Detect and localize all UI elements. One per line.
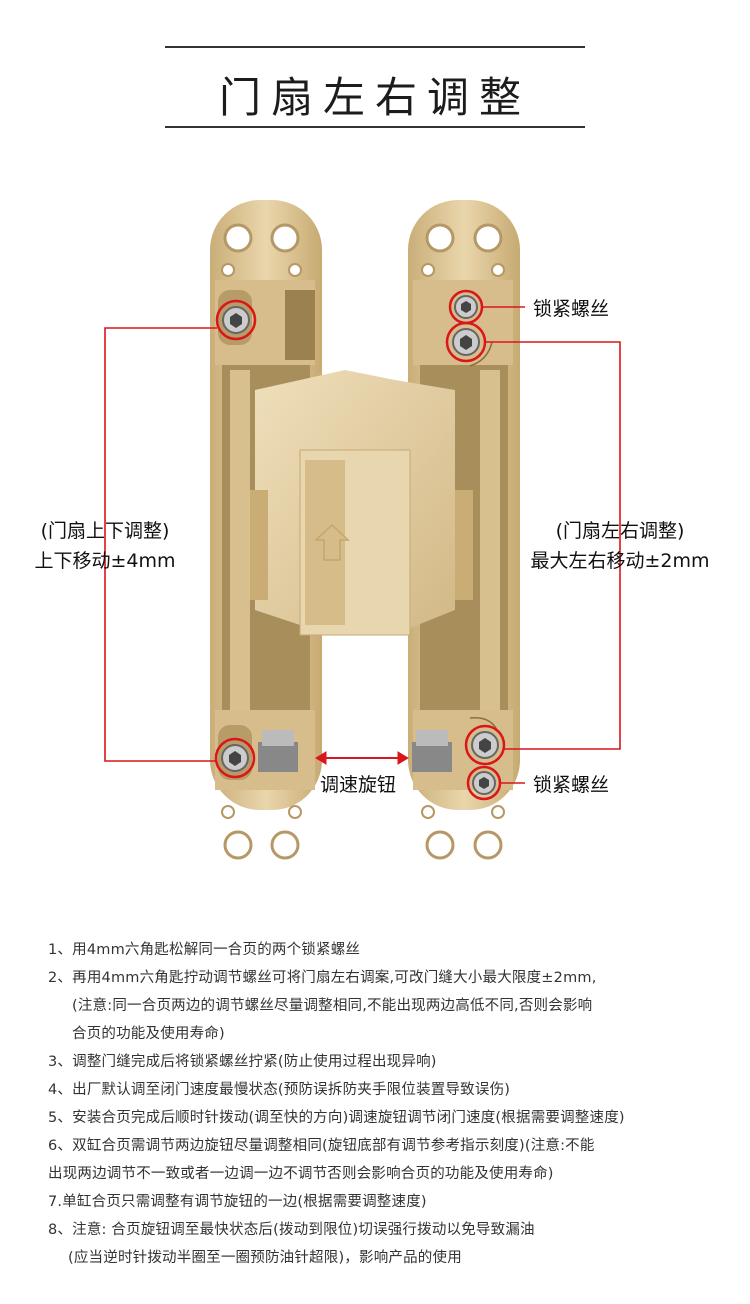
hex-screw-icon	[221, 744, 249, 772]
title-block: 门扇左右调整	[165, 46, 585, 130]
hinge-illustration	[104, 200, 621, 860]
hinge-center-body	[250, 370, 473, 636]
hinge-diagram: 锁紧螺丝 (门扇上下调整) 上下移动±4mm (门扇左右调整) 最大左右移动±2…	[0, 190, 750, 910]
instruction-line: 1、用4mm六角匙松解同一合页的两个锁紧螺丝	[48, 942, 361, 958]
title-rule-top	[165, 46, 585, 48]
instruction-line: 3、调整门缝完成后将锁紧螺丝拧紧(防止使用过程出现异响)	[48, 1054, 437, 1070]
lock-screw-label-top: 锁紧螺丝	[533, 298, 610, 320]
instruction-line: 7.单缸合页只需调整有调节旋钮的一边(根据需要调整速度)	[48, 1194, 427, 1210]
left-adjust-range: 上下移动±4mm	[34, 550, 176, 572]
hex-screw-icon	[454, 295, 478, 319]
instruction-line: 6、双缸合页需调节两边旋钮尽量调整相同(旋钮底部有调节参考指示刻度)(注意:不能	[48, 1138, 595, 1154]
instruction-line: 出现两边调节不一致或者一边调一边不调节否则会影响合页的功能及使用寿命)	[48, 1166, 554, 1182]
hex-screw-icon	[472, 771, 496, 795]
instruction-line: 4、出厂默认调至闭门速度最慢状态(预防误拆防夹手限位装置导致误伤)	[48, 1082, 511, 1098]
instruction-line: (应当逆时针拨动半圈至一圈预防油针超限)，影响产品的使用	[68, 1250, 462, 1266]
callout-lines	[104, 306, 621, 784]
hex-screw-icon	[222, 306, 250, 334]
page-title: 门扇左右调整	[218, 73, 531, 122]
right-adjust-range: 最大左右移动±2mm	[530, 550, 710, 572]
lock-screw-label-bottom: 锁紧螺丝	[533, 774, 610, 796]
instruction-line: 合页的功能及使用寿命)	[72, 1026, 225, 1042]
double-arrow-icon	[315, 751, 409, 765]
left-adjust-title: (门扇上下调整)	[40, 520, 170, 542]
title-rule-bottom	[165, 126, 585, 128]
hex-screw-icon	[471, 731, 499, 759]
rotate-arrow-icon	[469, 341, 493, 367]
hex-screw-icon	[452, 328, 480, 356]
instruction-line: (注意:同一合页两边的调节螺丝尽量调整相同,不能出现两边高低不同,否则会影响	[72, 998, 593, 1014]
instruction-line: 2、再用4mm六角匙拧动调节螺丝可将门扇左右调案,可改门缝大小最大限度±2mm,	[48, 970, 597, 986]
instruction-line: 5、安装合页完成后顺时针拨动(调至快的方向)调速旋钮调节闭门速度(根据需要调整速…	[48, 1110, 625, 1126]
right-adjust-title: (门扇左右调整)	[555, 520, 685, 542]
speed-knob-label: 调速旋钮	[320, 774, 397, 796]
instruction-line: 8、注意: 合页旋钮调至最快状态后(拨动到限位)切误强行拨动以免导致漏油	[48, 1222, 535, 1238]
